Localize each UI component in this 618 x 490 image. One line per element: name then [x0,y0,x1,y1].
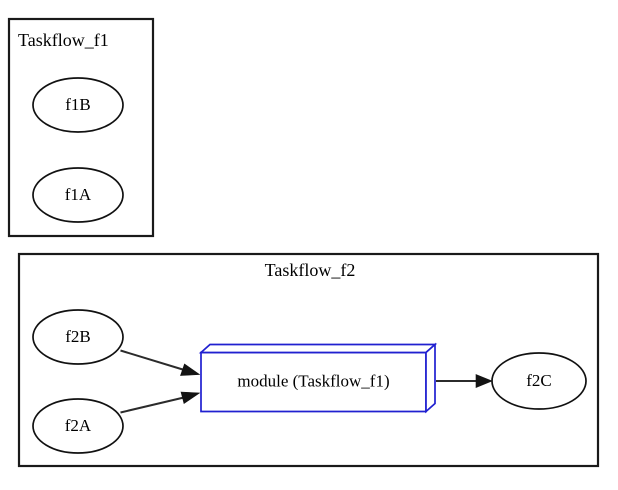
node-f1a-label: f1A [65,185,92,204]
node-f2a[interactable]: f2A [32,398,124,454]
node-f1b[interactable]: f1B [32,77,124,133]
node-module-label: module (Taskflow_f1) [237,371,389,390]
node-f2b-ellipse [32,309,124,365]
edge-f2b-to-module [120,349,201,376]
node-f1b-label: f1B [65,95,91,114]
edge-f2a-to-module [120,391,201,414]
cluster-taskflow-f2-label: Taskflow_f2 [265,260,356,280]
node-f2c-ellipse [491,352,587,410]
edge-f2a-to-module-line [120,396,187,414]
node-f1a-ellipse [32,167,124,223]
node-module[interactable]: module (Taskflow_f1) [198,342,438,414]
edge-f2b-to-module-line [120,349,187,372]
cluster-taskflow-f1-border [7,17,155,238]
node-f1a[interactable]: f1A [32,167,124,223]
edge-f2a-to-module-arrowhead [180,391,201,404]
node-f1b-ellipse [32,77,124,133]
edge-module-to-f2c-arrowhead [475,374,493,388]
node-module-top-face [198,343,438,354]
edge-f2b-to-module-arrowhead [180,363,201,376]
node-f2b-label: f2B [65,327,91,346]
edge-module-to-f2c [436,374,493,388]
cluster-taskflow-f2[interactable]: Taskflow_f2 f2B f2A [17,252,600,468]
node-f2c[interactable]: f2C [491,352,587,410]
node-f2c-label: f2C [526,371,552,390]
node-module-right-face [425,342,436,414]
cluster-taskflow-f1[interactable]: Taskflow_f1 f1B f1A [7,17,155,238]
cluster-taskflow-f1-label: Taskflow_f1 [18,30,109,50]
node-f2a-label: f2A [65,416,92,435]
cluster-taskflow-f2-border [17,252,600,468]
node-f2b[interactable]: f2B [32,309,124,365]
node-f2a-ellipse [32,398,124,454]
